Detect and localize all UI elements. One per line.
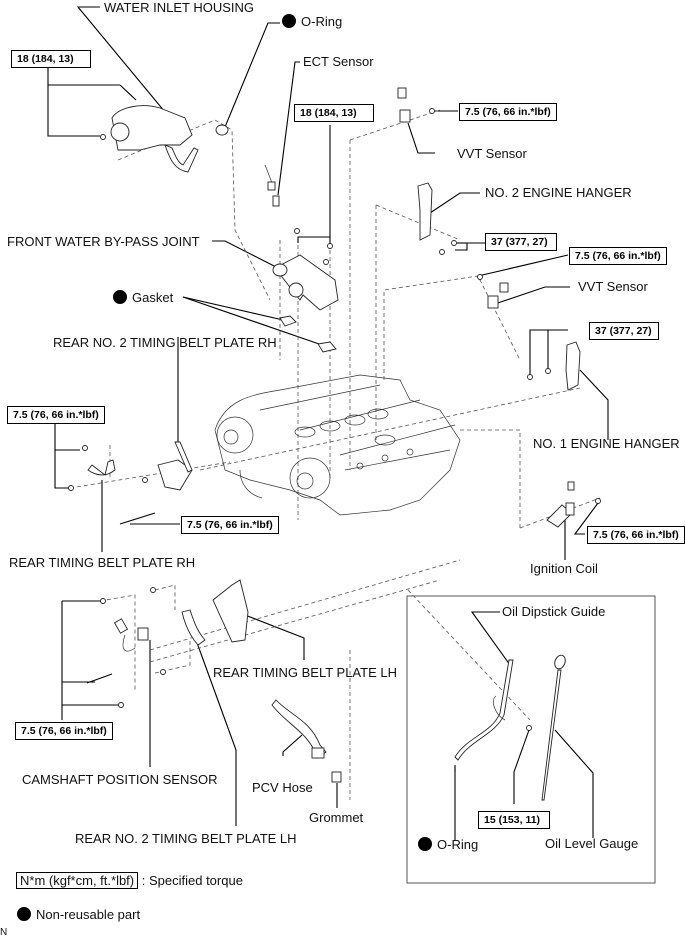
label-vvt-sensor-1: VVT Sensor	[457, 146, 527, 161]
grommet-part	[331, 771, 342, 783]
torque-no1-engine-hanger: 37 (377, 27)	[589, 322, 659, 340]
torque-no2-engine-hanger: 37 (377, 27)	[485, 233, 557, 251]
torque-camshaft-sensor-group: 7.5 (76, 66 in.*lbf)	[15, 722, 113, 740]
label-rear-timing-belt-plate-lh: REAR TIMING BELT PLATE LH	[213, 665, 397, 680]
label-rear-no2-timing-belt-plate-lh: REAR NO. 2 TIMING BELT PLATE LH	[75, 831, 297, 846]
front-water-bypass-joint-part	[272, 228, 339, 311]
torque-ignition-coil: 7.5 (76, 66 in.*lbf)	[587, 526, 685, 544]
torque-oil-dipstick-guide: 15 (153, 11)	[478, 811, 550, 829]
legend-torque-desc: : Specified torque	[141, 873, 243, 888]
label-vvt-sensor-2: VVT Sensor	[578, 279, 648, 294]
torque-rear-no2-plate-rh-bolt: 7.5 (76, 66 in.*lbf)	[181, 516, 279, 534]
label-water-inlet-housing: WATER INLET HOUSING	[104, 0, 254, 15]
label-no1-engine-hanger: NO. 1 ENGINE HANGER	[533, 436, 680, 451]
label-ignition-coil: Ignition Coil	[530, 561, 598, 576]
label-grommet: Grommet	[309, 810, 364, 825]
label-camshaft-position-sensor: CAMSHAFT POSITION SENSOR	[22, 772, 218, 787]
gasket-parts	[279, 315, 337, 353]
legend-torque-unit: N*m (kgf*cm, ft.*lbf)	[16, 872, 139, 889]
non-reusable-dot-icon	[113, 290, 127, 304]
o-ring-top-text: O-Ring	[301, 14, 343, 29]
assembly-dashed-lines	[69, 109, 601, 800]
no1-engine-hanger-part	[527, 341, 581, 391]
label-front-water-bypass-joint: FRONT WATER BY-PASS JOINT	[7, 234, 200, 249]
gasket-text: Gasket	[132, 290, 174, 305]
non-reusable-dot-icon	[418, 837, 432, 851]
label-gasket: Gasket	[113, 290, 173, 305]
ignition-coil-part	[546, 481, 601, 528]
label-rear-no2-timing-belt-plate-rh: REAR NO. 2 TIMING BELT PLATE RH	[53, 335, 277, 350]
legend-non-reusable: Non-reusable part	[17, 907, 140, 922]
vvt-sensor-2-part	[477, 274, 509, 309]
o-ring-bottom-text: O-Ring	[437, 837, 479, 852]
label-no2-engine-hanger: NO. 2 ENGINE HANGER	[485, 185, 632, 200]
leader-lines	[47, 6, 656, 884]
ect-sensor-part	[264, 164, 280, 207]
rear-no2-timing-belt-plate-lh-part	[181, 609, 206, 646]
label-o-ring-top: O-Ring	[282, 14, 342, 29]
torque-vvt-sensor-1: 7.5 (76, 66 in.*lbf)	[459, 103, 557, 121]
rear-no2-timing-belt-plate-rh-part	[119, 441, 193, 525]
label-rear-timing-belt-plate-rh: REAR TIMING BELT PLATE RH	[9, 555, 196, 570]
label-oil-dipstick-guide: Oil Dipstick Guide	[502, 604, 606, 619]
oil-dipstick-guide-part	[454, 659, 532, 772]
label-pcv-hose: PCV Hose	[252, 780, 313, 795]
label-o-ring-bottom: O-Ring	[418, 837, 478, 852]
rear-timing-belt-plate-rh-part	[68, 445, 116, 491]
oil-level-gauge-part	[541, 654, 566, 801]
no2-engine-hanger-part	[417, 182, 457, 255]
pcv-hose-part	[271, 699, 327, 759]
corner-mark: N	[0, 927, 8, 938]
o-ring-top-part	[215, 124, 229, 136]
vvt-sensor-1-part	[397, 87, 435, 123]
legend-non-reusable-text: Non-reusable part	[36, 907, 141, 922]
torque-vvt-sensor-2: 7.5 (76, 66 in.*lbf)	[569, 247, 667, 265]
legend-torque: N*m (kgf*cm, ft.*lbf) : Specified torque	[16, 872, 243, 889]
camshaft-position-sensor-part	[86, 587, 166, 708]
torque-rear-timing-belt-plate-rh: 7.5 (76, 66 in.*lbf)	[7, 406, 105, 424]
torque-water-inlet-housing: 18 (184, 13)	[11, 50, 91, 68]
water-inlet-housing-part	[100, 84, 199, 173]
engine-block	[214, 374, 461, 516]
torque-bypass-joint: 18 (184, 13)	[294, 104, 374, 122]
label-ect-sensor: ECT Sensor	[303, 54, 374, 69]
non-reusable-dot-icon	[17, 907, 31, 921]
label-oil-level-gauge: Oil Level Gauge	[545, 836, 639, 851]
rear-timing-belt-plate-lh-part	[212, 579, 249, 643]
non-reusable-dot-icon	[282, 14, 296, 28]
